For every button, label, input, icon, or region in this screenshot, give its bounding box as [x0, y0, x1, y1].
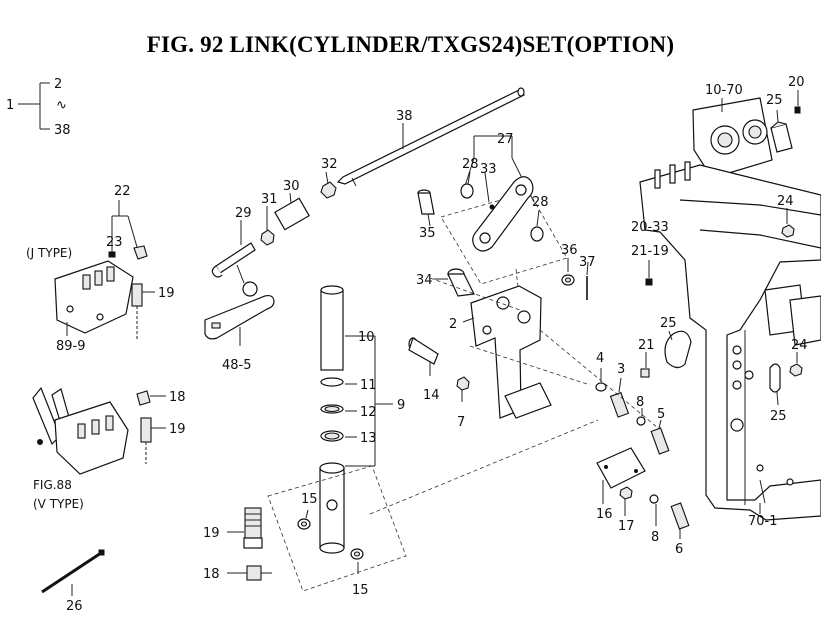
callout-34: 34 — [416, 273, 433, 288]
bracket-25-top — [770, 90, 801, 153]
callout-28-right: 28 — [532, 195, 549, 210]
cable-tie-26 — [41, 549, 105, 596]
callout-15-left: 15 — [301, 492, 318, 507]
callout-29: 29 — [235, 206, 252, 221]
callout-5: 5 — [657, 407, 665, 422]
callout-4: 4 — [596, 351, 604, 366]
bolts-upper — [595, 368, 670, 455]
callout-8-upper: 8 — [636, 395, 644, 410]
washer-36-pin-37 — [561, 258, 589, 300]
pin-35 — [417, 189, 435, 227]
callout-89-9: 89-9 — [56, 339, 86, 354]
bracket-2 — [462, 268, 552, 419]
callout-25-right: 25 — [770, 409, 787, 424]
callout-38: 38 — [396, 109, 413, 124]
callout-33: 33 — [480, 162, 497, 177]
callout-32: 32 — [321, 157, 338, 172]
valve-v-type — [32, 386, 166, 475]
callout-22: 22 — [114, 184, 131, 199]
callout-14: 14 — [423, 388, 440, 403]
legend-assembly-number: 1 — [6, 98, 14, 113]
arm-48-5 — [204, 264, 275, 346]
callout-19-lower: 19 — [203, 526, 220, 541]
callout-11: 11 — [360, 378, 377, 393]
plate-16 — [596, 447, 690, 539]
callout-23: 23 — [106, 235, 123, 250]
callout-10: 10 — [358, 330, 375, 345]
callout-20: 20 — [788, 75, 805, 90]
callout-25-top: 25 — [766, 93, 783, 108]
callout-26: 26 — [66, 599, 83, 614]
legend-range-end: 38 — [54, 123, 71, 138]
bolt-21-19 — [645, 260, 653, 286]
pin-34 — [434, 268, 475, 297]
callout-37: 37 — [579, 255, 596, 270]
callout-25-mid: 25 — [660, 316, 677, 331]
callout-19-v: 19 — [169, 422, 186, 437]
link-27 — [460, 135, 544, 252]
assembly-legend: 1 2 ∿ 38 — [6, 77, 71, 138]
callout-8-lower: 8 — [651, 530, 659, 545]
cylinder-assembly-9 — [319, 285, 393, 554]
pin-14 — [408, 337, 470, 402]
callout-17: 17 — [618, 519, 635, 534]
callout-13: 13 — [360, 431, 377, 446]
rod-end-parts — [211, 171, 337, 278]
callout-24-top: 24 — [777, 194, 794, 209]
housing-10-70 — [692, 97, 773, 179]
callout-30: 30 — [283, 179, 300, 194]
callout-2: 2 — [449, 317, 457, 332]
washer-15 — [297, 509, 364, 574]
callout-36: 36 — [561, 243, 578, 258]
callout-12: 12 — [360, 405, 377, 420]
callout-24-right: 24 — [791, 338, 808, 353]
callout-7: 7 — [457, 415, 465, 430]
note-fig-88: FIG.88 — [33, 478, 72, 492]
callout-3: 3 — [617, 362, 625, 377]
legend-range-symbol: ∿ — [56, 98, 67, 113]
valve-j-type — [54, 200, 155, 340]
callout-70-1: 70-1 — [748, 514, 778, 529]
callout-18-v: 18 — [169, 390, 186, 405]
callout-15-right: 15 — [352, 583, 369, 598]
legend-range-start: 2 — [54, 77, 62, 92]
callout-27: 27 — [497, 132, 514, 147]
callout-19-j: 19 — [158, 286, 175, 301]
callout-35: 35 — [419, 226, 436, 241]
callout-9: 9 — [397, 398, 405, 413]
rod-38 — [336, 87, 525, 187]
note-v-type: (V TYPE) — [33, 497, 84, 511]
callout-10-70: 10-70 — [705, 83, 743, 98]
callout-6: 6 — [675, 542, 683, 557]
figure-title: FIG. 92 LINK(CYLINDER/TXGS24)SET(OPTION) — [146, 32, 675, 57]
nuts-24 — [781, 208, 803, 377]
callout-48-5: 48-5 — [222, 358, 252, 373]
note-j-type: (J TYPE) — [26, 246, 72, 260]
callout-18-lower: 18 — [203, 567, 220, 582]
callout-21: 21 — [638, 338, 655, 353]
callout-16: 16 — [596, 507, 613, 522]
callout-21-19: 21-19 — [631, 244, 669, 259]
callout-31: 31 — [261, 192, 278, 207]
tractor-frame — [639, 161, 821, 521]
clamp-25 — [640, 330, 781, 406]
callout-20-33: 20-33 — [631, 220, 669, 235]
callout-28-left: 28 — [462, 157, 479, 172]
hose-fitting-lower — [227, 507, 272, 581]
